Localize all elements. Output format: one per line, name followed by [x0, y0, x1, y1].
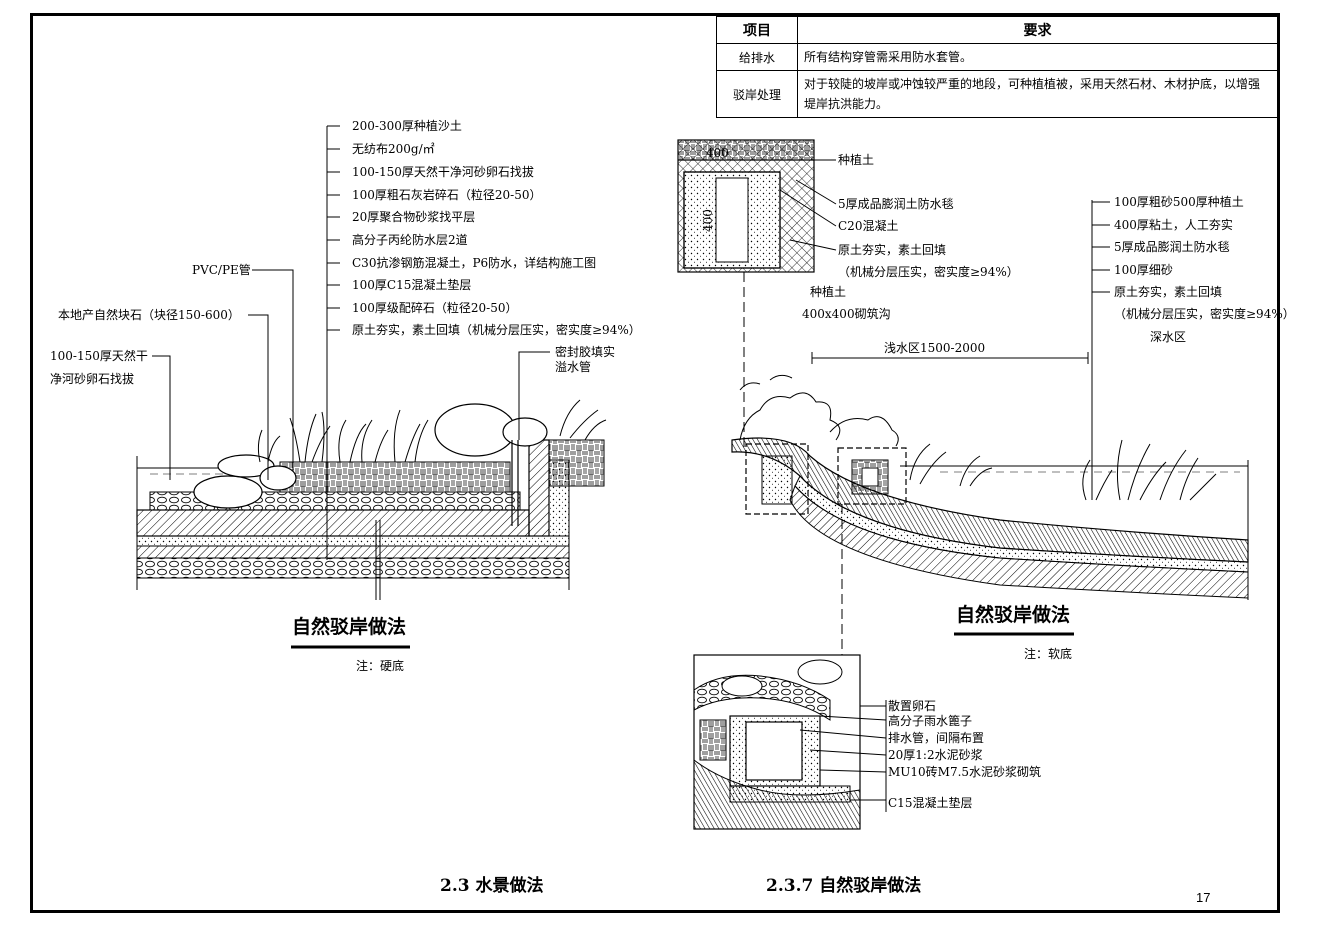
table-header-row: 项目 要求 [716, 16, 1278, 44]
row-requirement: 所有结构穿管需采用防水套管。 [797, 43, 1278, 71]
table-row: 驳岸处理 对于较陡的坡岸或冲蚀较严重的地段，可种植植被，采用天然石材、木材护底，… [716, 70, 1278, 118]
row-item: 给排水 [716, 43, 798, 71]
requirements-table: 项目 要求 给排水 所有结构穿管需采用防水套管。 驳岸处理 对于较陡的坡岸或冲蚀… [716, 16, 1278, 118]
row-item: 驳岸处理 [716, 70, 798, 118]
header-item: 项目 [716, 16, 798, 44]
row-requirement: 对于较陡的坡岸或冲蚀较严重的地段，可种植植被，采用天然石材、木材护底，以增强堤岸… [797, 70, 1278, 118]
table-row: 给排水 所有结构穿管需采用防水套管。 [716, 43, 1278, 71]
header-requirement: 要求 [797, 16, 1278, 44]
drawing-frame [30, 13, 1280, 913]
page-number: 17 [1196, 890, 1211, 905]
